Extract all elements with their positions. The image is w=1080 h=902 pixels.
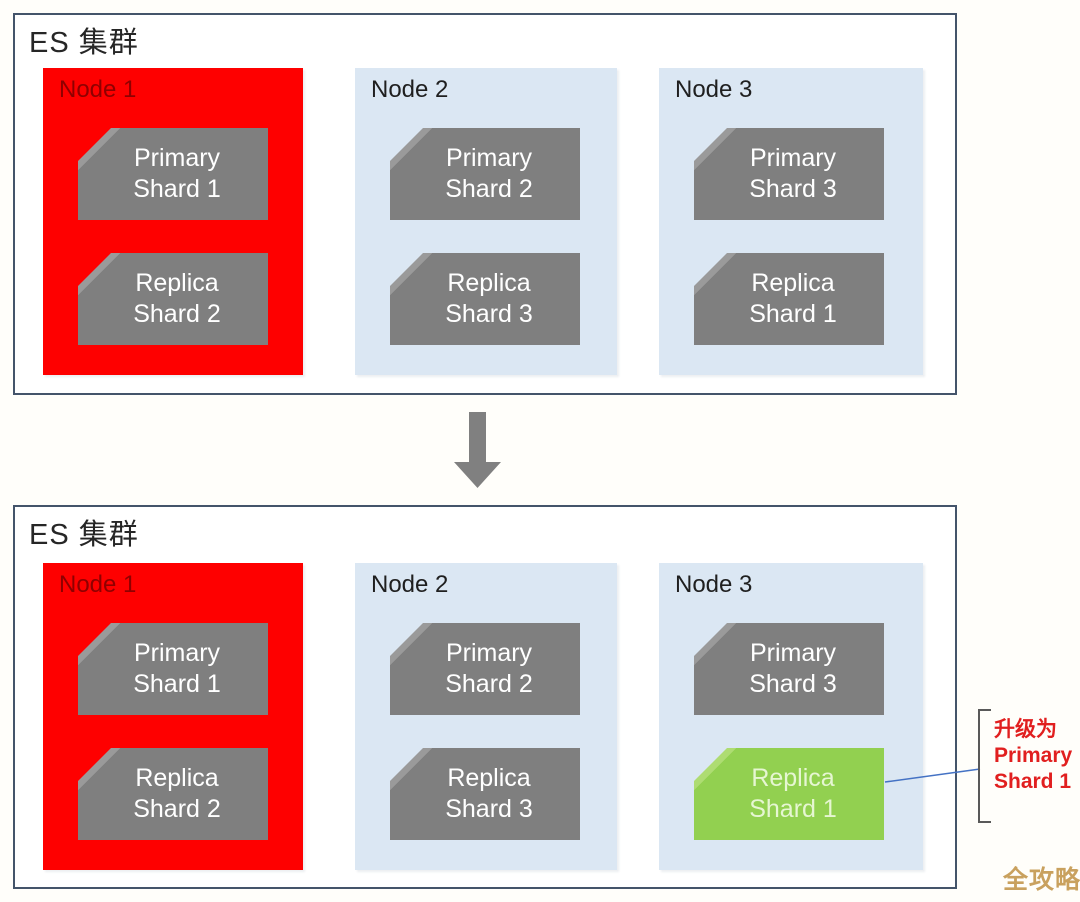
node-label: Node 2 — [371, 571, 449, 598]
callout-bracket — [978, 709, 991, 823]
shard-replica-2: Replica Shard 2 — [78, 253, 268, 345]
shard-replica-1-promoted: Replica Shard 1 — [694, 748, 884, 840]
node-label: Node 2 — [371, 76, 449, 103]
down-arrow-icon — [454, 412, 501, 488]
cluster-box-before: ES 集群 Node 1 Primary Shard 1 Replica Sha… — [13, 13, 957, 395]
shard-replica-3: Replica Shard 3 — [390, 253, 580, 345]
shard-replica-1: Replica Shard 1 — [694, 253, 884, 345]
node-2-after: Node 2 Primary Shard 2 Replica Shard 3 — [355, 563, 617, 870]
node-3-before: Node 3 Primary Shard 3 Replica Shard 1 — [659, 68, 923, 375]
node-label: Node 1 — [59, 571, 137, 598]
cluster-title: ES 集群 — [29, 27, 139, 59]
watermark: 全攻略 — [1003, 866, 1080, 894]
shard-primary-1: Primary Shard 1 — [78, 128, 268, 220]
cluster-box-after: ES 集群 Node 1 Primary Shard 1 Replica Sha… — [13, 505, 957, 889]
shard-replica-3: Replica Shard 3 — [390, 748, 580, 840]
cluster-title: ES 集群 — [29, 519, 139, 551]
shard-primary-1: Primary Shard 1 — [78, 623, 268, 715]
node-label: Node 3 — [675, 76, 753, 103]
node-1-before: Node 1 Primary Shard 1 Replica Shard 2 — [43, 68, 303, 375]
shard-replica-2: Replica Shard 2 — [78, 748, 268, 840]
shard-primary-3: Primary Shard 3 — [694, 128, 884, 220]
promotion-annotation: 升级为 Primary Shard 1 — [994, 718, 1073, 793]
node-2-before: Node 2 Primary Shard 2 Replica Shard 3 — [355, 68, 617, 375]
node-label: Node 3 — [675, 571, 753, 598]
node-1-after: Node 1 Primary Shard 1 Replica Shard 2 — [43, 563, 303, 870]
shard-primary-2: Primary Shard 2 — [390, 623, 580, 715]
node-3-after: Node 3 Primary Shard 3 Replica Shard 1 — [659, 563, 923, 870]
shard-primary-3: Primary Shard 3 — [694, 623, 884, 715]
shard-primary-2: Primary Shard 2 — [390, 128, 580, 220]
node-label: Node 1 — [59, 76, 137, 103]
